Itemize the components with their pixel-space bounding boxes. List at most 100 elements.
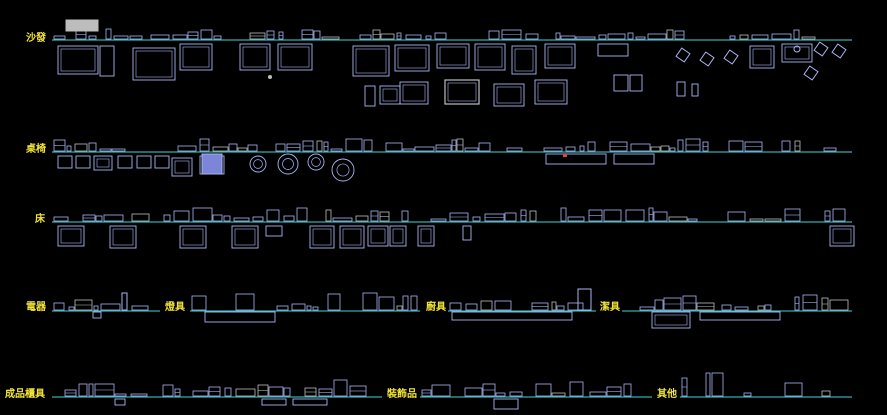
plan-block-51	[699, 311, 781, 321]
plan-block-30	[154, 155, 170, 169]
round-table-1	[277, 153, 299, 175]
plan-block-6-outline	[352, 45, 390, 77]
sofa-tall-block	[65, 19, 99, 32]
plan-block-19-outline	[493, 83, 525, 107]
lighting-elevation-7	[362, 292, 378, 311]
plan-blocks	[57, 41, 855, 410]
plan-block-8-outline	[436, 43, 470, 69]
plan-block-49-outline	[451, 311, 573, 321]
bed-elevation-3	[103, 214, 124, 222]
plan-block-15-outline	[364, 85, 376, 107]
sofa-elevation-10	[213, 35, 222, 40]
plan-block-0-outline	[57, 45, 99, 75]
bed-elevation-12	[266, 209, 280, 222]
plan-block-46-inner	[832, 228, 852, 244]
plan-block-34	[613, 153, 655, 165]
plan-block-43-inner	[392, 228, 404, 244]
bed-elevation-34	[653, 211, 668, 222]
round-table-0-inner	[253, 159, 263, 169]
bed-elevation-6	[173, 210, 190, 222]
bed-elevation-5	[163, 214, 171, 222]
other-elevation-5	[821, 390, 831, 397]
plan-block-52-outline	[114, 398, 126, 406]
label-cabinet: 成品櫃具	[5, 389, 45, 400]
plan-block-50-inner	[654, 314, 688, 326]
cabinet-elevation-5	[130, 393, 148, 397]
table-elevation-34	[630, 143, 651, 152]
bed-elevation-15	[325, 209, 332, 222]
decoration-elevation-7	[551, 392, 566, 397]
plan-block-20-inner	[537, 82, 565, 102]
label-appliance: 電器	[26, 302, 46, 313]
plan-block-9	[474, 43, 506, 71]
sofa-elevation-41	[793, 29, 800, 40]
table-elevation-32	[587, 141, 596, 152]
table-elevation-45	[823, 147, 837, 152]
sofa-elevation-6	[150, 34, 170, 40]
round-table-3-inner	[336, 163, 350, 177]
baselines	[52, 39, 852, 398]
plan-block-34-outline	[613, 153, 655, 165]
plan-block-45-outline	[462, 225, 472, 241]
label-kitchen: 廚具	[426, 302, 446, 313]
round-table-2-top	[307, 153, 325, 171]
table-elevation-5	[111, 148, 126, 152]
plan-block-44-outline	[417, 225, 435, 247]
sofa-elevation-37	[729, 35, 736, 40]
sofa-elevation-27	[555, 32, 561, 40]
plan-block-3-inner	[182, 46, 210, 68]
sofa-elevation-31	[607, 33, 626, 40]
plan-block-24-outline	[691, 83, 699, 97]
table-elevation-38	[677, 139, 684, 152]
plan-block-36	[109, 225, 137, 249]
plan-block-55-outline	[493, 398, 519, 410]
table-elevation-43	[781, 140, 791, 152]
plan-block-11-outline	[544, 43, 576, 69]
bed-elevation-20	[401, 210, 409, 222]
plan-block-53-outline	[261, 398, 287, 406]
lounge-chair-5	[831, 43, 847, 59]
sofa-elevation-0	[53, 35, 66, 40]
bed-elevation-0	[53, 216, 69, 222]
small-round-table	[793, 45, 801, 53]
plan-block-12	[597, 43, 629, 57]
plan-block-1	[99, 45, 115, 77]
plan-block-11	[544, 43, 576, 69]
plan-block-25	[57, 155, 73, 169]
plan-block-21	[613, 74, 629, 92]
bed-elevation-2	[95, 215, 103, 222]
plan-block-0	[57, 45, 99, 75]
bed-elevation-28	[560, 207, 567, 222]
lighting-elevation-10	[402, 295, 409, 311]
plan-block-4	[239, 43, 271, 71]
sofa-elevation-38	[739, 34, 749, 40]
plan-block-11-inner	[547, 46, 573, 66]
lighting-elevation-8	[378, 296, 395, 311]
round-table-0	[249, 155, 267, 173]
plan-block-22	[629, 74, 643, 92]
plan-block-39	[265, 225, 283, 237]
plan-block-2	[132, 47, 176, 81]
sofa-elevation-22	[425, 35, 432, 40]
plan-block-42	[367, 225, 389, 247]
plan-block-50	[651, 311, 691, 329]
plan-block-19	[493, 83, 525, 107]
table-elevation-31	[579, 145, 585, 152]
plan-block-51-outline	[699, 311, 781, 321]
sofa-elevation-42	[801, 36, 816, 40]
red-accent-mark	[563, 154, 567, 157]
plan-block-23	[676, 81, 686, 97]
elevation-blocks	[53, 19, 849, 397]
label-decoration: 裝飾品	[387, 389, 417, 400]
plan-block-17-inner	[402, 84, 426, 102]
plan-block-10	[511, 45, 537, 75]
label-bed: 床	[35, 214, 45, 225]
plan-block-39-outline	[265, 225, 283, 237]
appliance-elevation-5	[131, 305, 149, 311]
plan-block-37-outline	[179, 225, 207, 249]
table-elevation-17	[330, 148, 343, 152]
sofa-elevation-32	[627, 32, 634, 40]
lounge-chair-2	[723, 49, 739, 65]
sanitary-elevation-8	[764, 304, 772, 311]
label-table-chair: 桌椅	[26, 144, 46, 155]
